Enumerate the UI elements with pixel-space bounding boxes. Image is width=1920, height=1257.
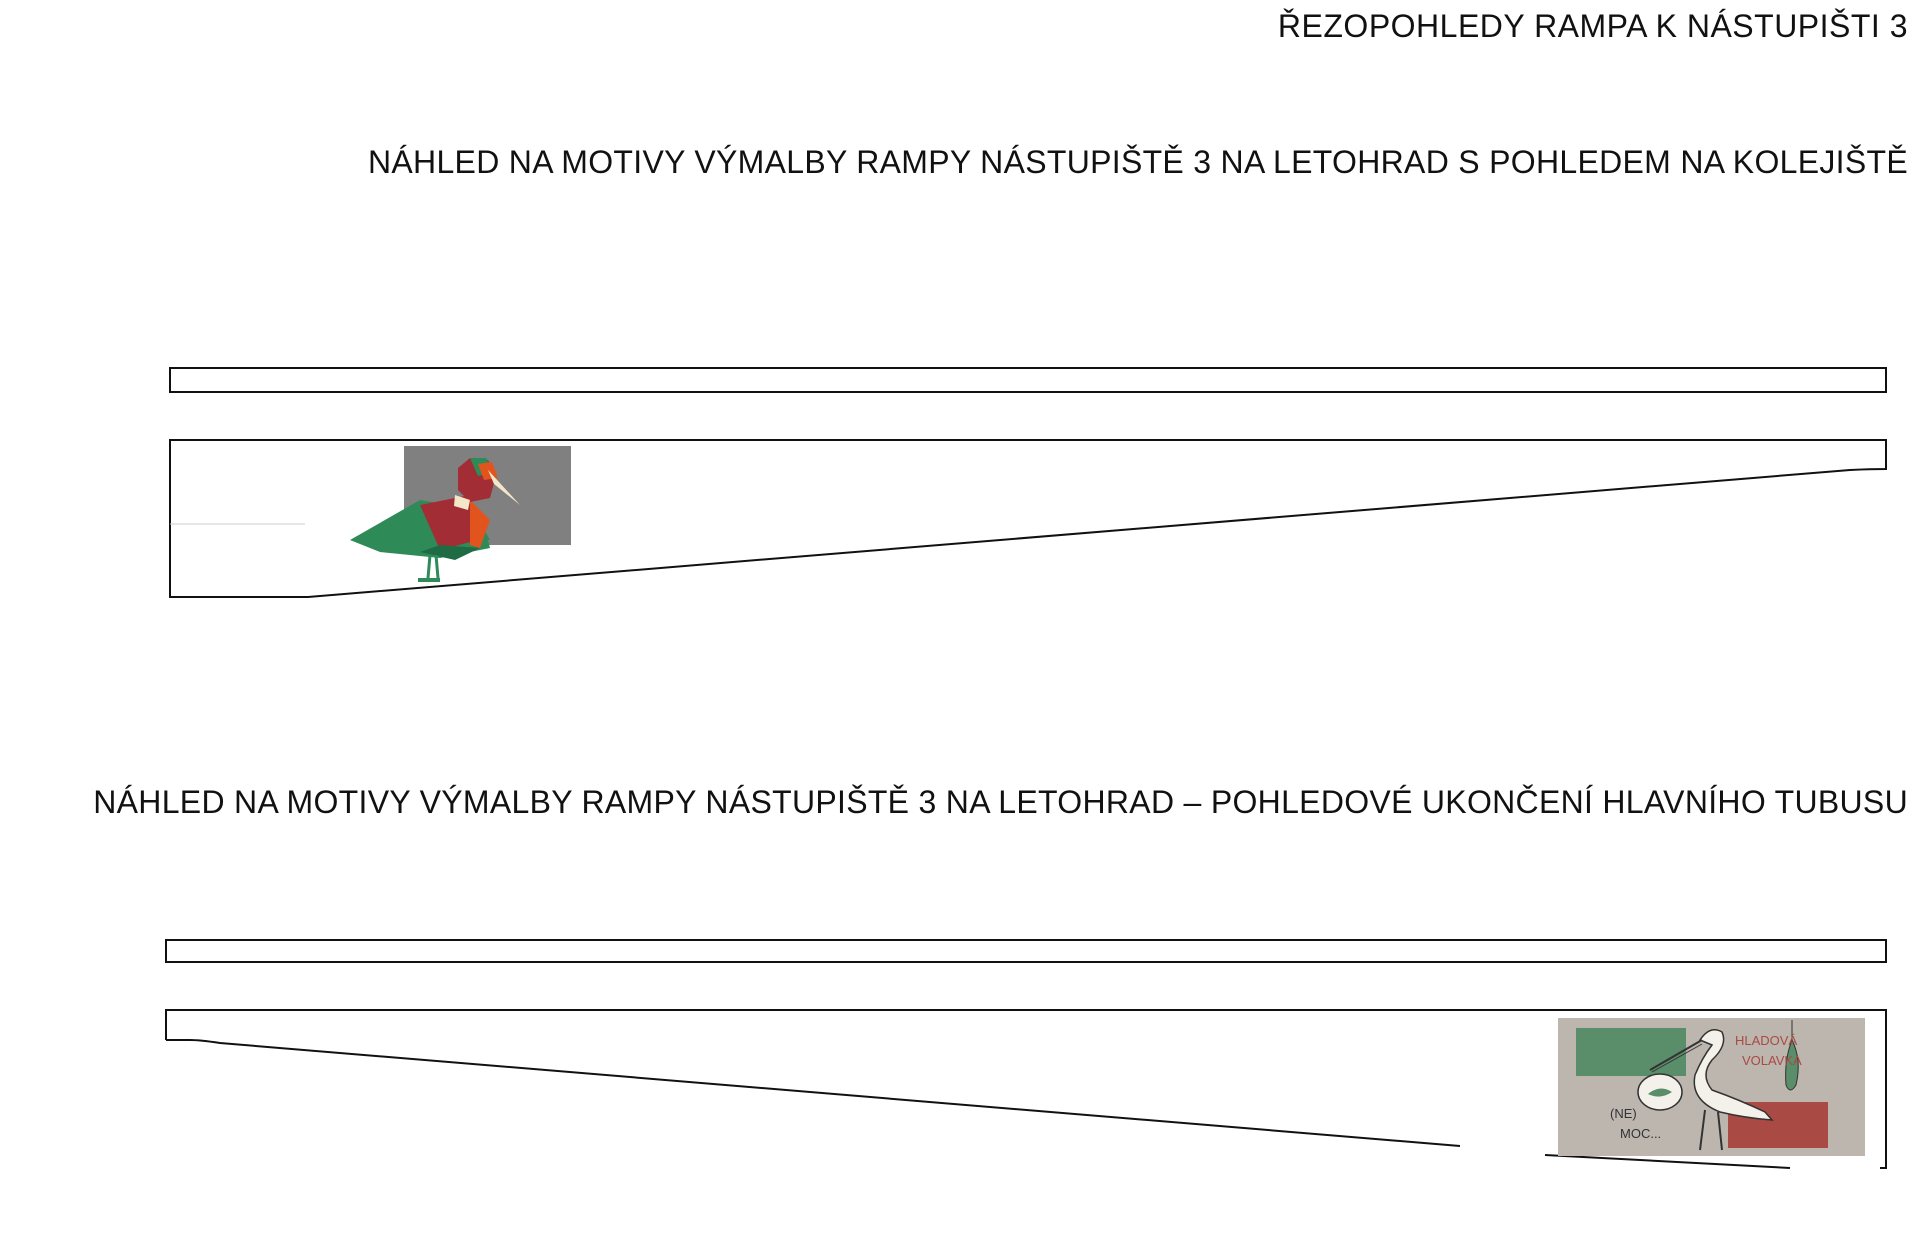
section-2-caption: NÁHLED NA MOTIVY VÝMALBY RAMPY NÁSTUPIŠT… (93, 784, 1908, 820)
ramp-profile-2 (165, 1009, 1887, 1169)
heron-speech-text-2: MOC... (1620, 1126, 1661, 1141)
heron-speech-text: (NE) (1610, 1106, 1637, 1121)
heron-sign-text-2: VOLAVKA (1742, 1053, 1802, 1068)
heron-illustration: HLADOVÁ VOLAVKA (NE) MOC... (1558, 1018, 1865, 1156)
section-1-drawing (169, 367, 1887, 598)
section-2-drawing: HLADOVÁ VOLAVKA (NE) MOC... (165, 939, 1887, 1169)
ceiling-slab-1 (169, 367, 1887, 393)
ramp-floor-line-2 (166, 1039, 1461, 1147)
duck-illustration (350, 446, 571, 582)
page-title: ŘEZOPOHLEDY RAMPA K NÁSTUPIŠTI 3 (1277, 8, 1908, 44)
ceiling-slab-2 (165, 939, 1887, 963)
heron-sign-text: HLADOVÁ (1735, 1033, 1797, 1048)
section-1-caption: NÁHLED NA MOTIVY VÝMALBY RAMPY NÁSTUPIŠT… (368, 144, 1908, 180)
ramp-floor-line-2b (1544, 1154, 1791, 1169)
ramp-profile-1 (169, 439, 1887, 598)
